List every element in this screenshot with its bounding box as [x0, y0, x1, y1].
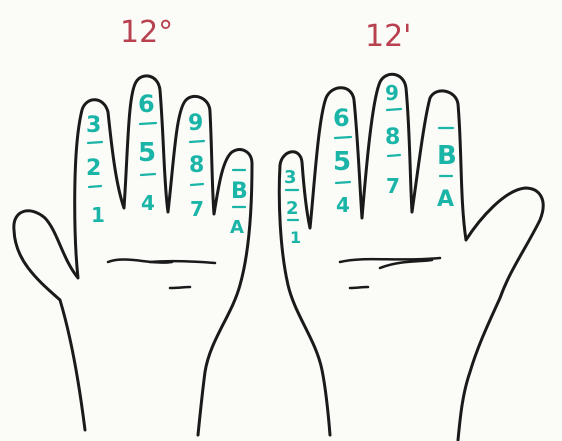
right-ring-digit-4: 4	[336, 193, 350, 217]
right-ring-digit-5: 5	[333, 147, 351, 177]
left-little-finger-digits: B A	[230, 170, 248, 238]
left-index-finger-digits: 3 2 1	[86, 113, 105, 227]
left-hand-outline	[14, 76, 252, 435]
left-middle-digit-4: 4	[141, 191, 155, 215]
right-ring-digit-6: 6	[333, 104, 350, 132]
right-little-digit-2: 2	[286, 198, 299, 219]
right-palm-crease-lower	[350, 287, 368, 288]
left-ring-finger-digits: 9 8 7	[188, 111, 204, 221]
left-ring-digit-9: 9	[188, 111, 203, 136]
left-middle-digit-6: 6	[138, 90, 155, 118]
left-middle-finger-digits: 6 5 4	[138, 90, 156, 215]
left-little-digit-B: B	[231, 179, 248, 204]
right-middle-digit-9: 9	[385, 81, 399, 105]
left-index-digit-1: 1	[91, 203, 105, 227]
right-ring-finger-digits: 6 5 4	[333, 104, 351, 217]
left-middle-digit-5: 5	[138, 138, 156, 168]
right-little-digit-3: 3	[284, 167, 297, 188]
right-hand-outline	[279, 74, 543, 440]
left-ring-digit-7: 7	[190, 197, 204, 221]
right-index-digit-A: A	[437, 187, 454, 212]
left-hand-title: 12°	[120, 15, 173, 50]
right-middle-digit-7: 7	[386, 174, 400, 198]
right-hand: 12' 3 2 1 6 5 4 9 8 7	[279, 19, 543, 440]
left-palm-crease-lower	[170, 287, 190, 288]
left-little-digit-A: A	[230, 217, 244, 238]
left-ring-digit-8: 8	[189, 153, 204, 178]
right-middle-digit-8: 8	[385, 125, 400, 150]
right-little-finger-digits: 3 2 1	[284, 167, 301, 247]
right-hand-title: 12'	[365, 19, 411, 54]
left-index-digit-2: 2	[86, 156, 101, 181]
right-middle-finger-digits: 9 8 7	[385, 81, 401, 198]
right-little-digit-1: 1	[290, 228, 301, 247]
right-palm-crease-middle	[380, 260, 432, 268]
right-index-finger-digits: B A	[437, 128, 457, 212]
left-index-digit-3: 3	[86, 113, 101, 138]
left-hand: 12° 3 2 1 6 5 4 9 8 7	[14, 15, 252, 435]
right-index-digit-B: B	[437, 141, 457, 171]
